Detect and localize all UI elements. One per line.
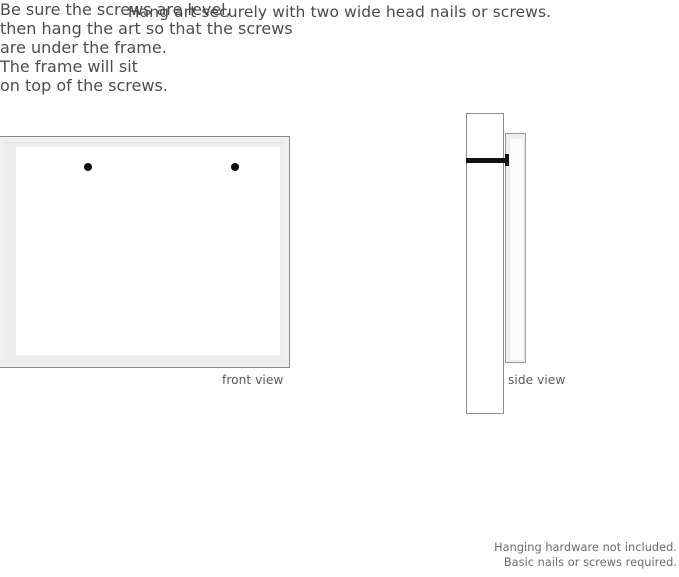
footnote-disclaimer: Hanging hardware not included. Basic nai… <box>494 540 677 570</box>
frame-cross-section <box>505 133 526 363</box>
wall-cross-section <box>466 113 504 414</box>
frame-cross-section-inner <box>510 139 523 360</box>
front-view-caption-line-1: Be sure the screws are level, <box>0 0 231 19</box>
side-view-label: side view <box>508 373 566 387</box>
side-view-caption-line-2: on top of the screws. <box>0 76 168 95</box>
side-view-caption: The frame will sit on top of the screws. <box>0 57 182 95</box>
screw-head-icon-left <box>84 163 92 171</box>
nail-head-icon <box>505 154 509 166</box>
footnote-line-2: Basic nails or screws required. <box>503 556 677 569</box>
artwork-area <box>16 147 280 355</box>
front-view-caption: Be sure the screws are level, then hang … <box>0 0 293 57</box>
front-view-caption-line-2: then hang the art so that the screws <box>0 19 293 38</box>
side-view-caption-line-1: The frame will sit <box>0 57 138 76</box>
screw-head-icon-right <box>231 163 239 171</box>
side-view-diagram <box>460 108 590 423</box>
front-view-caption-line-3: are under the frame. <box>0 38 167 57</box>
front-view-label: front view <box>222 373 284 387</box>
front-view-diagram <box>0 136 290 368</box>
page-title: Hang art securely with two wide head nai… <box>127 3 552 21</box>
footnote-line-1: Hanging hardware not included. <box>494 541 677 554</box>
nail-shaft-icon <box>466 158 508 163</box>
